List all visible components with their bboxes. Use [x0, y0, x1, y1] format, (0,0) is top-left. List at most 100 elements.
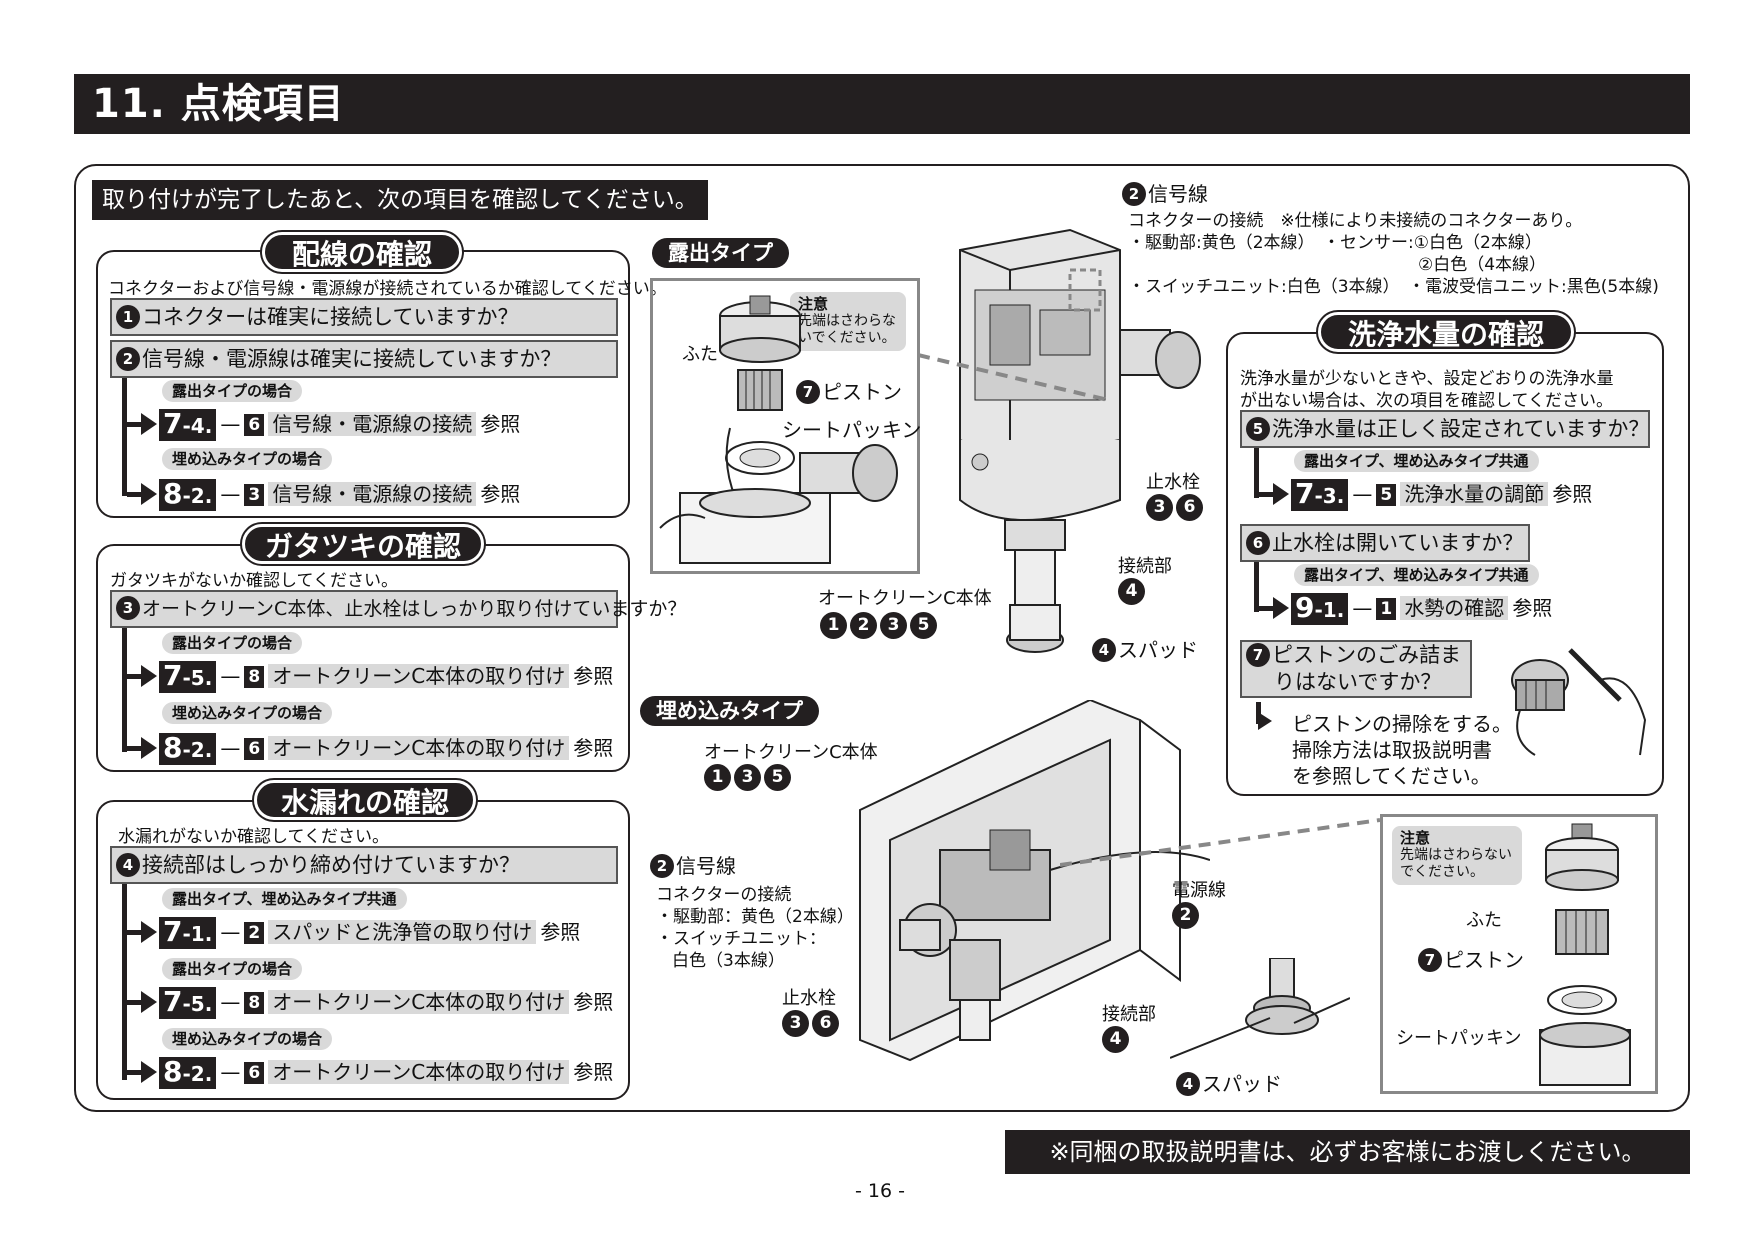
wiring-desc: コネクターおよび信号線・電源線が接続されているか確認してください。: [108, 279, 667, 299]
num-3-icon: 3: [116, 596, 140, 620]
ref-sanshou: 参照: [573, 664, 614, 688]
ref-text: オートクリーンC本体の取り付け: [268, 664, 570, 688]
mizumore-desc: 水漏れがないか確認してください。: [118, 827, 389, 847]
arrow-icon: [141, 737, 157, 759]
piston-clean-line2: 掃除方法は取扱説明書: [1292, 738, 1492, 762]
question-7-text: りはないですか？: [1274, 670, 1442, 694]
dashed-connector-line: [918, 353, 1109, 402]
ref-square: 8: [244, 992, 265, 1014]
ref-sanshou: 参照: [1512, 596, 1553, 620]
ref-text: 信号線・電源線の接続: [268, 482, 477, 506]
num-icon: 4: [1102, 1026, 1129, 1053]
piston-clean-line3: を参照してください。: [1292, 764, 1491, 788]
arrow-icon: [1273, 597, 1289, 619]
umekomi-label-futa: ふた: [1466, 910, 1502, 931]
ref-sanshou: 参照: [540, 920, 581, 944]
num-icon: 3: [782, 1010, 809, 1037]
ref-badge: 7-5.: [159, 987, 217, 1019]
roshutsu-body-label: オートクリーンC本体: [818, 588, 992, 609]
question-4-text: 接続部はしっかり締め付けていますか？: [142, 853, 520, 877]
umekomi-setsuzoku-num: 4: [1102, 1026, 1132, 1053]
ref-sanshou: 参照: [480, 482, 521, 506]
ref-badge: 8-2.: [159, 1057, 217, 1089]
question-5-text: 洗浄水量は正しく設定されていますか？: [1272, 417, 1650, 441]
ref-sanshou: 参照: [573, 990, 614, 1014]
umekomi-conn-title: コネクターの接続: [656, 885, 792, 905]
caution-title: 注意: [1400, 829, 1431, 847]
ref-text: 水勢の確認: [1400, 596, 1509, 620]
num-icon: 1: [820, 612, 847, 639]
arrow-icon: [1273, 483, 1289, 505]
arrow-icon: [141, 1061, 157, 1083]
num-2-icon: 2: [116, 347, 140, 371]
gatatsuki-desc: ガタツキがないか確認してください。: [110, 571, 398, 591]
footer-notice: ※同梱の取扱説明書は、必ずお客様にお渡しください。: [1005, 1130, 1690, 1174]
caution-body: いでください。: [798, 330, 896, 346]
ref-badge: 8-2.: [159, 733, 217, 765]
num-icon: 2: [850, 612, 877, 639]
umekomi-dashed-line: [1060, 818, 1380, 867]
bracket: [1254, 562, 1259, 612]
question-2-text: 信号線・電源線は確実に接続していますか？: [142, 347, 562, 371]
ref-sanshou: 参照: [573, 1060, 614, 1084]
num-icon: 3: [734, 764, 761, 791]
tag-umekomi: 埋め込みタイプの場合: [162, 702, 333, 724]
page-title: 11. 点検項目: [74, 74, 1690, 134]
num-7-icon: 7: [1246, 643, 1270, 667]
num-1-icon: 1: [116, 305, 140, 329]
roshutsu-setsuzoku-num: 4: [1118, 578, 1148, 605]
bracket: [122, 884, 127, 1080]
main-frame: [74, 164, 1690, 1112]
umekomi-caution-note: 注意先端はさわらないでください。: [1392, 826, 1522, 885]
bracket: [122, 378, 127, 496]
num-icon: 2: [1172, 902, 1199, 929]
num-6-icon: 6: [1246, 531, 1270, 555]
roshutsu-body-illustration: [959, 228, 1201, 653]
ref-text: オートクリーンC本体の取り付け: [268, 736, 570, 760]
num-4-icon: 4: [1092, 638, 1116, 662]
ref-sanshou: 参照: [573, 736, 614, 760]
caution-body: 先端はさわらな: [798, 313, 896, 329]
roshutsu-shisui-label: 止水栓: [1146, 472, 1200, 493]
num-icon: 1: [704, 764, 731, 791]
num-icon: 5: [764, 764, 791, 791]
roshutsu-setsuzoku-label: 接続部: [1118, 556, 1172, 577]
ref-square: 3: [244, 484, 265, 506]
question-3-text: オートクリーンC本体、止水栓はしっかり取り付けていますか？: [142, 598, 687, 620]
piston-clean-arrowhead: [1258, 712, 1272, 730]
ref-square: 5: [1376, 484, 1397, 506]
umekomi-detail-frame: [1380, 814, 1658, 1094]
ref-square: 8: [244, 666, 265, 688]
tag-roshutsu: 露出タイプの場合: [162, 958, 303, 980]
roshutsu-conn-title: コネクターの接続 ※仕様により未接続のコネクターあり。: [1128, 211, 1583, 231]
ref-badge: 9-1.: [1291, 593, 1349, 625]
num-icon: 5: [910, 612, 937, 639]
section-wiring-title: 配線の確認: [262, 232, 462, 272]
page-number: - 16 -: [855, 1180, 905, 1202]
caution-body: でください。: [1400, 864, 1484, 880]
roshutsu-conn-line3: ・スイッチユニット:白色（3本線） ・電波受信ユニット:黒色(5本線): [1128, 277, 1659, 297]
spad-illustration: [1170, 958, 1350, 1059]
umekomi-conn-line3: 白色（3本線）: [672, 951, 785, 971]
num-7-icon: 7: [1418, 948, 1442, 972]
roshutsu-conn-line2: ②白色（4本線）: [1418, 255, 1547, 275]
umekomi-label-seat: シートパッキン: [1396, 1028, 1522, 1049]
umekomi-shisui-label: 止水栓: [782, 988, 836, 1009]
